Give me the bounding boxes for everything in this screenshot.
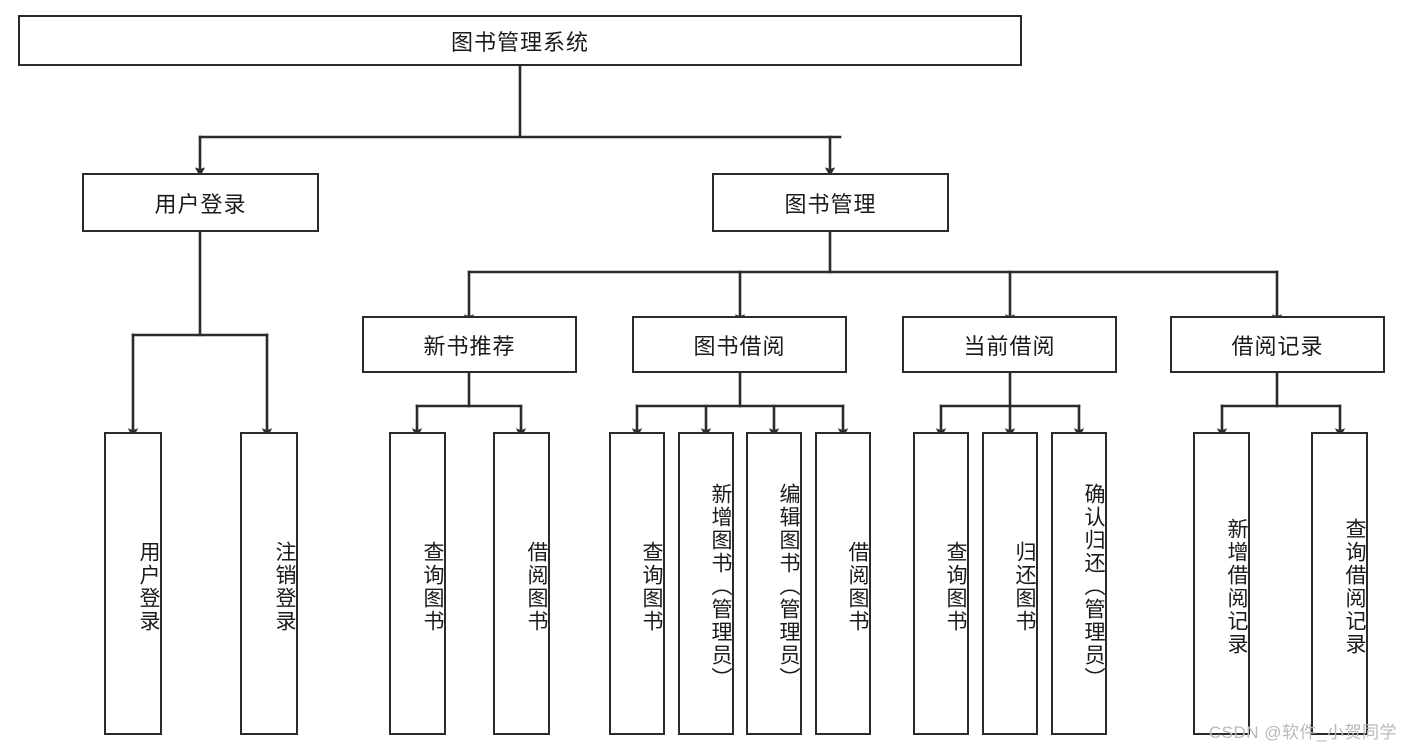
leaf-label: 注销登录 bbox=[273, 540, 296, 633]
leaf-label: 查询图书 bbox=[640, 540, 663, 633]
leaf-label: 借阅图书 bbox=[846, 540, 869, 633]
leaf-label: 查询借阅记录 bbox=[1343, 517, 1366, 656]
leaf-query-record[interactable]: 查询借阅记录 bbox=[1311, 432, 1368, 735]
node-current-borrow[interactable]: 当前借阅 bbox=[902, 316, 1117, 373]
leaf-return-book[interactable]: 归还图书 bbox=[982, 432, 1038, 735]
leaf-query-book-3[interactable]: 查询图书 bbox=[913, 432, 969, 735]
node-borrow-record[interactable]: 借阅记录 bbox=[1170, 316, 1385, 373]
leaf-user-login[interactable]: 用户登录 bbox=[104, 432, 162, 735]
leaf-label: 新增图书（管理员） bbox=[709, 483, 732, 690]
leaf-borrow-book-1[interactable]: 借阅图书 bbox=[493, 432, 550, 735]
leaf-label: 确认归还（管理员） bbox=[1082, 483, 1105, 690]
leaf-confirm-return[interactable]: 确认归还（管理员） bbox=[1051, 432, 1107, 735]
node-user-login[interactable]: 用户登录 bbox=[82, 173, 319, 232]
leaf-edit-book[interactable]: 编辑图书（管理员） bbox=[746, 432, 802, 735]
leaf-label: 查询图书 bbox=[944, 540, 967, 633]
node-book-manage[interactable]: 图书管理 bbox=[712, 173, 949, 232]
leaf-label: 编辑图书（管理员） bbox=[777, 483, 800, 690]
leaf-query-book-1[interactable]: 查询图书 bbox=[389, 432, 446, 735]
leaf-borrow-book-2[interactable]: 借阅图书 bbox=[815, 432, 871, 735]
leaf-logout-login[interactable]: 注销登录 bbox=[240, 432, 298, 735]
leaf-label: 新增借阅记录 bbox=[1225, 517, 1248, 656]
leaf-query-book-2[interactable]: 查询图书 bbox=[609, 432, 665, 735]
leaf-label: 查询图书 bbox=[421, 540, 444, 633]
leaf-add-record[interactable]: 新增借阅记录 bbox=[1193, 432, 1250, 735]
node-root-system[interactable]: 图书管理系统 bbox=[18, 15, 1022, 66]
leaf-add-book[interactable]: 新增图书（管理员） bbox=[678, 432, 734, 735]
node-new-book-recommend[interactable]: 新书推荐 bbox=[362, 316, 577, 373]
leaf-label: 归还图书 bbox=[1013, 540, 1036, 633]
csdn-watermark: CSDN @软件_小贺同学 bbox=[1208, 723, 1397, 742]
leaf-label: 借阅图书 bbox=[525, 540, 548, 633]
node-book-borrow[interactable]: 图书借阅 bbox=[632, 316, 847, 373]
leaf-label: 用户登录 bbox=[137, 540, 160, 633]
